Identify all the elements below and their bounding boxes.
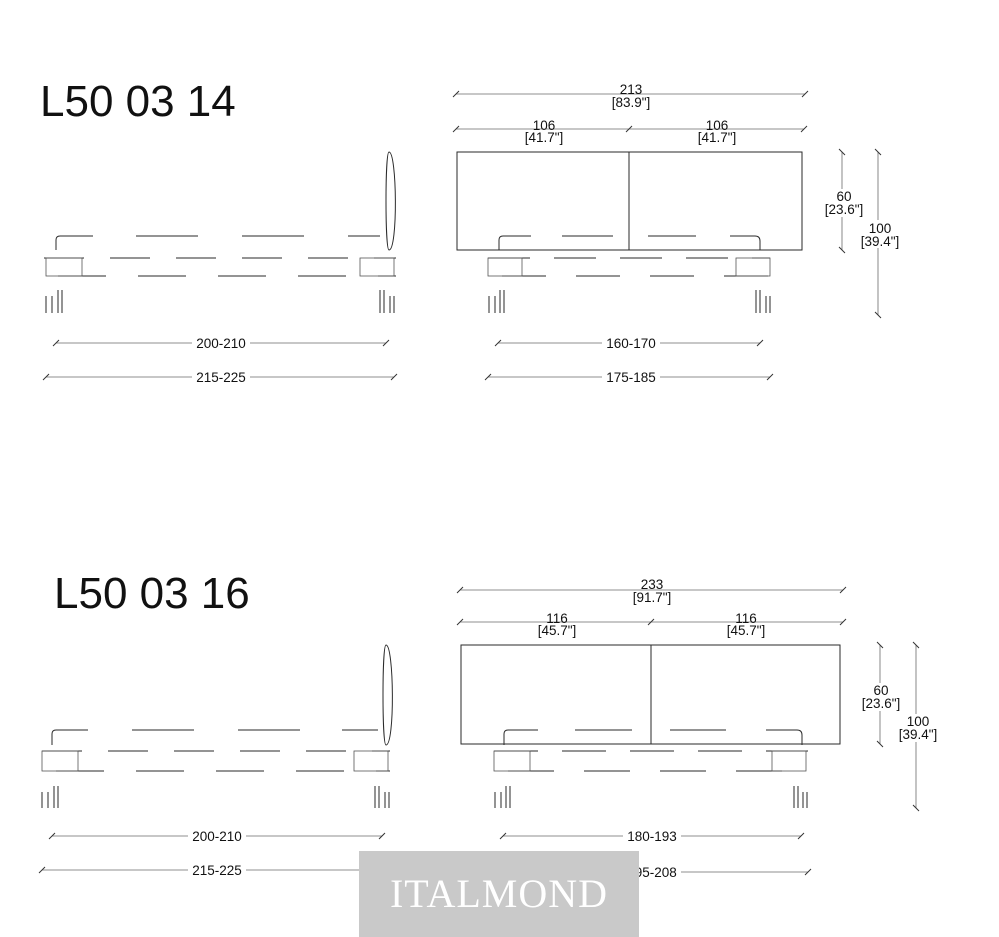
svg-text:[39.4"]: [39.4"]: [899, 727, 938, 742]
leg-bracket-right: [735, 257, 771, 277]
leg-bracket-right: [771, 750, 807, 772]
svg-text:[91.7"]: [91.7"]: [633, 590, 672, 605]
svg-text:215-225: 215-225: [192, 863, 242, 878]
leg-left: [494, 786, 511, 808]
leg-bracket-right: [353, 750, 389, 772]
svg-text:233: 233: [641, 577, 664, 592]
svg-text:[41.7"]: [41.7"]: [698, 130, 737, 145]
side-view: 200-210 215-225: [42, 151, 398, 385]
leg-left: [488, 290, 505, 313]
svg-text:160-170: 160-170: [606, 336, 656, 351]
svg-text:[83.9"]: [83.9"]: [612, 95, 651, 110]
leg-bracket-left: [493, 750, 531, 772]
svg-text:60: 60: [836, 189, 851, 204]
leg-right: [374, 786, 390, 808]
leg-bracket-right: [359, 257, 395, 277]
headboard-panel-right: [628, 151, 803, 251]
leg-right: [379, 290, 395, 313]
headboard-profile: [382, 644, 393, 746]
leg-right: [793, 786, 808, 808]
svg-text:200-210: 200-210: [192, 829, 242, 844]
svg-text:116: 116: [546, 611, 568, 626]
side-view: 200-210 215-225: [38, 644, 394, 878]
front-view: 233 [91.7"] 116 [45.7"] 116 [45.7"]: [456, 577, 940, 880]
drawing-l50-03-14: L50 03 14 200-210 215-225: [40, 77, 902, 385]
leg-bracket-left: [487, 257, 523, 277]
svg-text:[41.7"]: [41.7"]: [525, 130, 564, 145]
svg-text:[23.6"]: [23.6"]: [825, 202, 864, 217]
headboard-profile: [385, 151, 396, 251]
svg-text:175-185: 175-185: [606, 370, 656, 385]
leg-left: [45, 290, 63, 313]
dim-side-outer-label: 215-225: [196, 370, 246, 385]
svg-text:106: 106: [533, 118, 556, 133]
leg-bracket-left: [41, 750, 79, 772]
dim-side-inner-label: 200-210: [196, 336, 246, 351]
mattress-corner: [503, 729, 538, 745]
svg-text:213: 213: [620, 82, 643, 97]
watermark-text: ITALMOND: [389, 871, 609, 916]
svg-text:195-208: 195-208: [627, 865, 677, 880]
svg-text:60: 60: [873, 683, 888, 698]
svg-text:[39.4"]: [39.4"]: [861, 234, 900, 249]
leg-right: [755, 290, 771, 313]
front-view: 213 [83.9"] 106 [41.7"] 106 [41.7"]: [452, 82, 902, 385]
leg-left: [41, 786, 59, 808]
leg-bracket-left: [45, 257, 83, 277]
model-code: L50 03 14: [40, 77, 236, 126]
svg-text:[45.7"]: [45.7"]: [727, 623, 766, 638]
svg-text:100: 100: [869, 221, 892, 236]
svg-text:180-193: 180-193: [627, 829, 677, 844]
headboard-panel-left: [456, 151, 630, 251]
headboard-panel-left: [460, 644, 652, 745]
drawing-l50-03-16: L50 03 16 200-210 215-225: [38, 569, 940, 880]
svg-text:100: 100: [907, 714, 930, 729]
headboard-panel-right: [650, 644, 841, 745]
svg-text:116: 116: [735, 611, 757, 626]
svg-text:106: 106: [706, 118, 729, 133]
mattress-corner: [498, 235, 531, 250]
model-code: L50 03 16: [54, 569, 250, 618]
svg-text:[45.7"]: [45.7"]: [538, 623, 577, 638]
mattress-corner: [51, 729, 88, 745]
mattress-corner: [55, 235, 93, 250]
svg-text:[23.6"]: [23.6"]: [862, 696, 901, 711]
watermark-box: [359, 851, 639, 937]
